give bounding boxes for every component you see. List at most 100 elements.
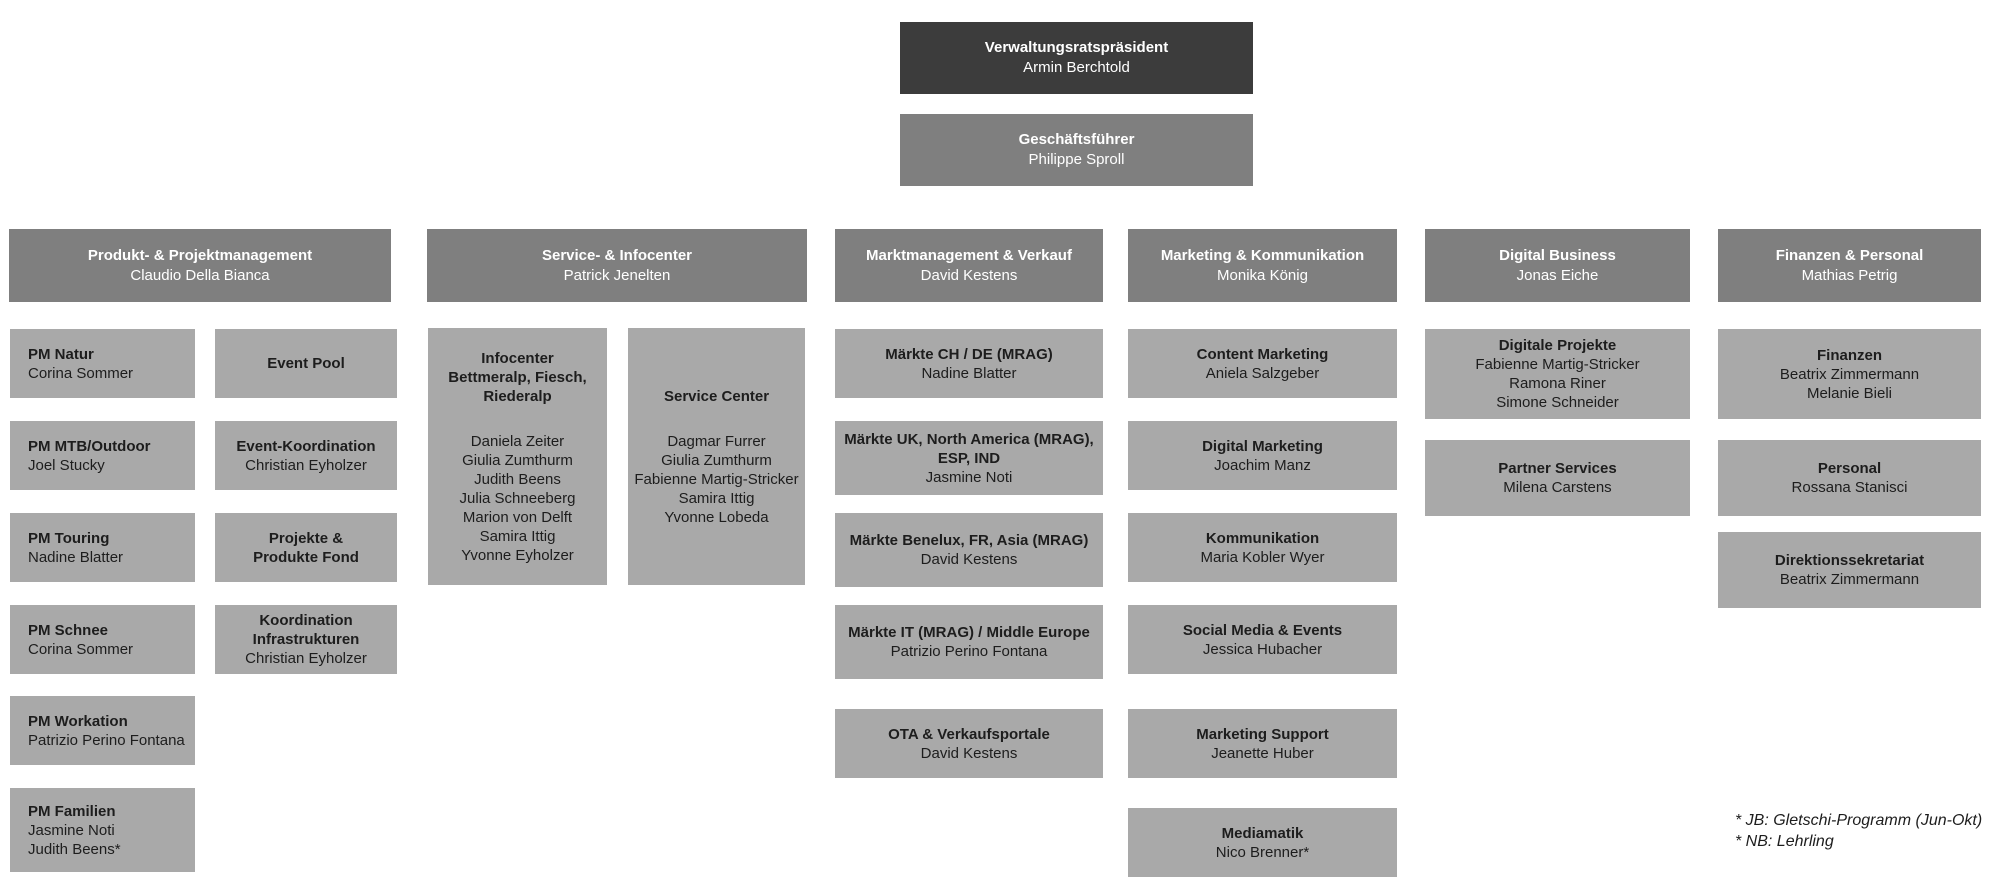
dept-title: Marketing & Kommunikation	[1160, 246, 1365, 264]
dept-digital-business: Digital Business Jonas Eiche	[1425, 229, 1690, 302]
dept-title: Marktmanagement & Verkauf	[866, 246, 1072, 264]
unit-names: David Kestens	[920, 744, 1018, 762]
unit-title: Partner Services	[1498, 460, 1617, 477]
unit-title: Event Pool	[267, 355, 345, 372]
unit-title: PM Touring	[28, 529, 110, 547]
unit-names: Christian Eyholzer	[245, 650, 367, 667]
dept-title: Service- & Infocenter	[541, 246, 693, 264]
unit-pm-touring: PM Touring Nadine Blatter	[10, 513, 195, 582]
unit-names: Christian Eyholzer	[245, 456, 367, 474]
president-name: Armin Berchtold	[1023, 59, 1130, 76]
dept-title: Digital Business	[1499, 246, 1616, 264]
unit-maerkte-it-middle-europe: Märkte IT (MRAG) / Middle Europe Patrizi…	[835, 605, 1103, 679]
unit-title: Märkte Benelux, FR, Asia (MRAG)	[849, 532, 1089, 549]
unit-partner-services: Partner Services Milena Carstens	[1425, 440, 1690, 516]
president-title: Verwaltungsratspräsident	[984, 39, 1169, 56]
dept-marktmanagement-verkauf: Marktmanagement & Verkauf David Kestens	[835, 229, 1103, 302]
unit-names: Aniela Salzgeber	[1205, 364, 1320, 382]
dept-finanzen-personal: Finanzen & Personal Mathias Petrig	[1718, 229, 1981, 302]
unit-maerkte-benelux-fr-asia: Märkte Benelux, FR, Asia (MRAG) David Ke…	[835, 513, 1103, 587]
unit-direktionssekretariat: Direktionssekretariat Beatrix Zimmermann	[1718, 532, 1981, 608]
unit-title: Märkte CH / DE (MRAG)	[885, 345, 1053, 363]
unit-title: Personal	[1817, 460, 1882, 477]
unit-pm-mtb-outdoor: PM MTB/Outdoor Joel Stucky	[10, 421, 195, 490]
unit-personal: Personal Rossana Stanisci	[1718, 440, 1981, 516]
unit-title: PM MTB/Outdoor	[28, 437, 151, 455]
unit-pm-workation: PM Workation Patrizio Perino Fontana	[10, 696, 195, 765]
unit-names: Corina Sommer	[28, 640, 134, 658]
unit-event-pool: Event Pool	[215, 329, 397, 398]
unit-title: Event-Koordination	[236, 437, 376, 455]
unit-title: PM Familien	[28, 802, 116, 820]
dept-head: David Kestens	[920, 266, 1018, 284]
footnote: * JB: Gletschi-Programm (Jun-Okt)* NB: L…	[1735, 812, 1983, 850]
unit-projekte-produkte-fond: Projekte &Produkte Fond	[215, 513, 397, 582]
unit-maerkte-uk-northamerica: Märkte UK, North America (MRAG),ESP, IND…	[835, 421, 1103, 495]
dept-head: Claudio Della Bianca	[130, 266, 270, 284]
unit-names: Nadine Blatter	[28, 548, 124, 566]
box-ceo: Geschäftsführer Philippe Sproll	[900, 114, 1253, 186]
dept-marketing-kommunikation: Marketing & Kommunikation Monika König	[1128, 229, 1397, 302]
unit-mediamatik: Mediamatik Nico Brenner*	[1128, 808, 1397, 877]
unit-title: PM Schnee	[28, 621, 109, 639]
unit-title: Social Media & Events	[1182, 621, 1343, 639]
unit-title: PM Workation	[28, 712, 128, 730]
unit-title: Kommunikation	[1205, 529, 1320, 547]
unit-kommunikation: Kommunikation Maria Kobler Wyer	[1128, 513, 1397, 582]
unit-pm-schnee: PM Schnee Corina Sommer	[10, 605, 195, 674]
unit-marketing-support: Marketing Support Jeanette Huber	[1128, 709, 1397, 778]
unit-digital-marketing: Digital Marketing Joachim Manz	[1128, 421, 1397, 490]
unit-title: Projekte &Produkte Fond	[253, 529, 359, 566]
unit-title: Finanzen	[1816, 346, 1882, 364]
dept-head: Patrick Jenelten	[563, 266, 671, 284]
unit-names: Corina Sommer	[28, 364, 134, 382]
unit-names: Joel Stucky	[28, 456, 105, 474]
unit-title: Digitale Projekte	[1498, 337, 1617, 354]
unit-event-koordination: Event-Koordination Christian Eyholzer	[215, 421, 397, 490]
unit-social-media-events: Social Media & Events Jessica Hubacher	[1128, 605, 1397, 674]
unit-names: Beatrix Zimmermann	[1779, 571, 1920, 588]
unit-maerkte-ch-de: Märkte CH / DE (MRAG) Nadine Blatter	[835, 329, 1103, 398]
unit-names: Jessica Hubacher	[1202, 640, 1323, 658]
unit-names: Milena Carstens	[1503, 479, 1612, 496]
unit-title: Märkte UK, North America (MRAG),ESP, IND	[844, 430, 1094, 467]
unit-ota-verkaufsportale: OTA & Verkaufsportale David Kestens	[835, 709, 1103, 778]
dept-produkt-projektmanagement: Produkt- & Projektmanagement Claudio Del…	[9, 229, 391, 302]
ceo-title: Geschäftsführer	[1018, 131, 1135, 148]
unit-names: Joachim Manz	[1214, 456, 1311, 474]
unit-title: Marketing Support	[1196, 725, 1329, 743]
unit-title: Mediamatik	[1221, 824, 1304, 842]
unit-digitale-projekte: Digitale Projekte Fabienne Martig-Strick…	[1425, 329, 1690, 419]
dept-head: Mathias Petrig	[1801, 266, 1898, 284]
unit-names: Patrizio Perino Fontana	[890, 643, 1048, 660]
dept-title: Produkt- & Projektmanagement	[87, 246, 313, 264]
unit-title: OTA & Verkaufsportale	[888, 725, 1050, 743]
dept-head: Monika König	[1217, 266, 1308, 284]
unit-content-marketing: Content Marketing Aniela Salzgeber	[1128, 329, 1397, 398]
unit-names: Patrizio Perino Fontana	[28, 731, 185, 749]
unit-names: Jasmine Noti	[925, 468, 1013, 486]
unit-title: Digital Marketing	[1202, 437, 1323, 455]
box-president: Verwaltungsratspräsident Armin Berchtold	[900, 22, 1253, 94]
dept-service-infocenter: Service- & Infocenter Patrick Jenelten	[427, 229, 807, 302]
dept-head: Jonas Eiche	[1516, 266, 1599, 284]
unit-pm-natur: PM Natur Corina Sommer	[10, 329, 195, 398]
unit-names: David Kestens	[920, 551, 1018, 568]
unit-names: Jeanette Huber	[1211, 744, 1314, 762]
unit-title: Direktionssekretariat	[1774, 552, 1925, 569]
unit-names: Rossana Stanisci	[1791, 479, 1908, 496]
unit-title: PM Natur	[28, 345, 94, 363]
ceo-name: Philippe Sproll	[1028, 151, 1125, 168]
